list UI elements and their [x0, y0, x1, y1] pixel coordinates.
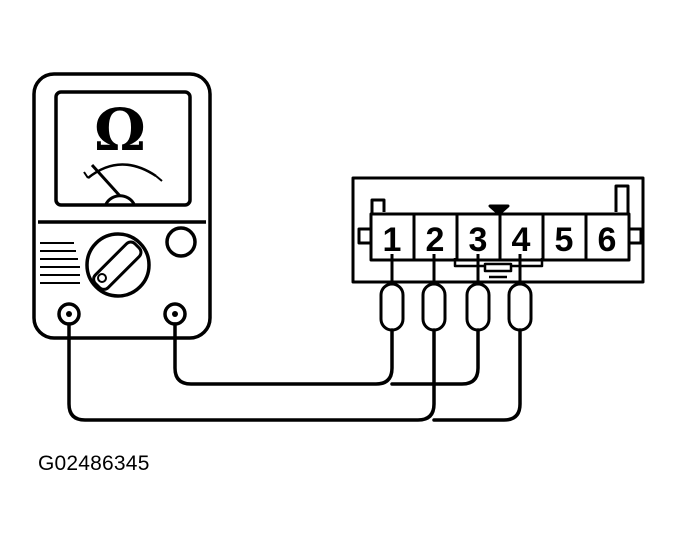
connector-pin-3: 3: [469, 221, 488, 259]
lead-left-terminal: [67, 322, 436, 422]
connector-key-triangle: [488, 204, 510, 216]
lead-pin-3: [390, 328, 480, 386]
probe-pin-4: [507, 282, 533, 332]
connector-inner-frame: [370, 184, 630, 214]
ohmmeter: [32, 72, 212, 340]
connector-lock-left: [357, 227, 373, 245]
range-selector-pointer: [92, 240, 143, 291]
meter-needle: [90, 163, 122, 198]
connector-pin-5: 5: [555, 221, 574, 259]
meter-needle-pivot: [104, 194, 136, 205]
meter-body: [32, 72, 212, 340]
probe-pin-1: [379, 282, 405, 332]
range-selector-marks: [40, 242, 80, 284]
meter-scale-arc: [87, 163, 157, 179]
probe-pin-2: [421, 282, 447, 332]
connector-pin-1: 1: [383, 221, 402, 259]
connector-pin-6: 6: [598, 221, 617, 259]
connector-housing: [351, 176, 645, 284]
lead-pin-4: [432, 328, 522, 422]
ohm-symbol: Ω: [94, 96, 146, 164]
connector-pin-2: 2: [426, 221, 445, 259]
lead-right-terminal: [173, 322, 394, 386]
connector: [351, 176, 645, 284]
zero-adjust-knob: [165, 226, 197, 258]
connector-pin-4: 4: [512, 221, 531, 259]
test-leads: [67, 322, 522, 422]
test-probes: [379, 254, 533, 332]
connector-lock-right: [627, 227, 643, 245]
range-selector-dial: [85, 232, 151, 298]
figure-id: G02486345: [38, 452, 150, 475]
probe-pin-3: [465, 282, 491, 332]
meter-display: [54, 90, 192, 207]
